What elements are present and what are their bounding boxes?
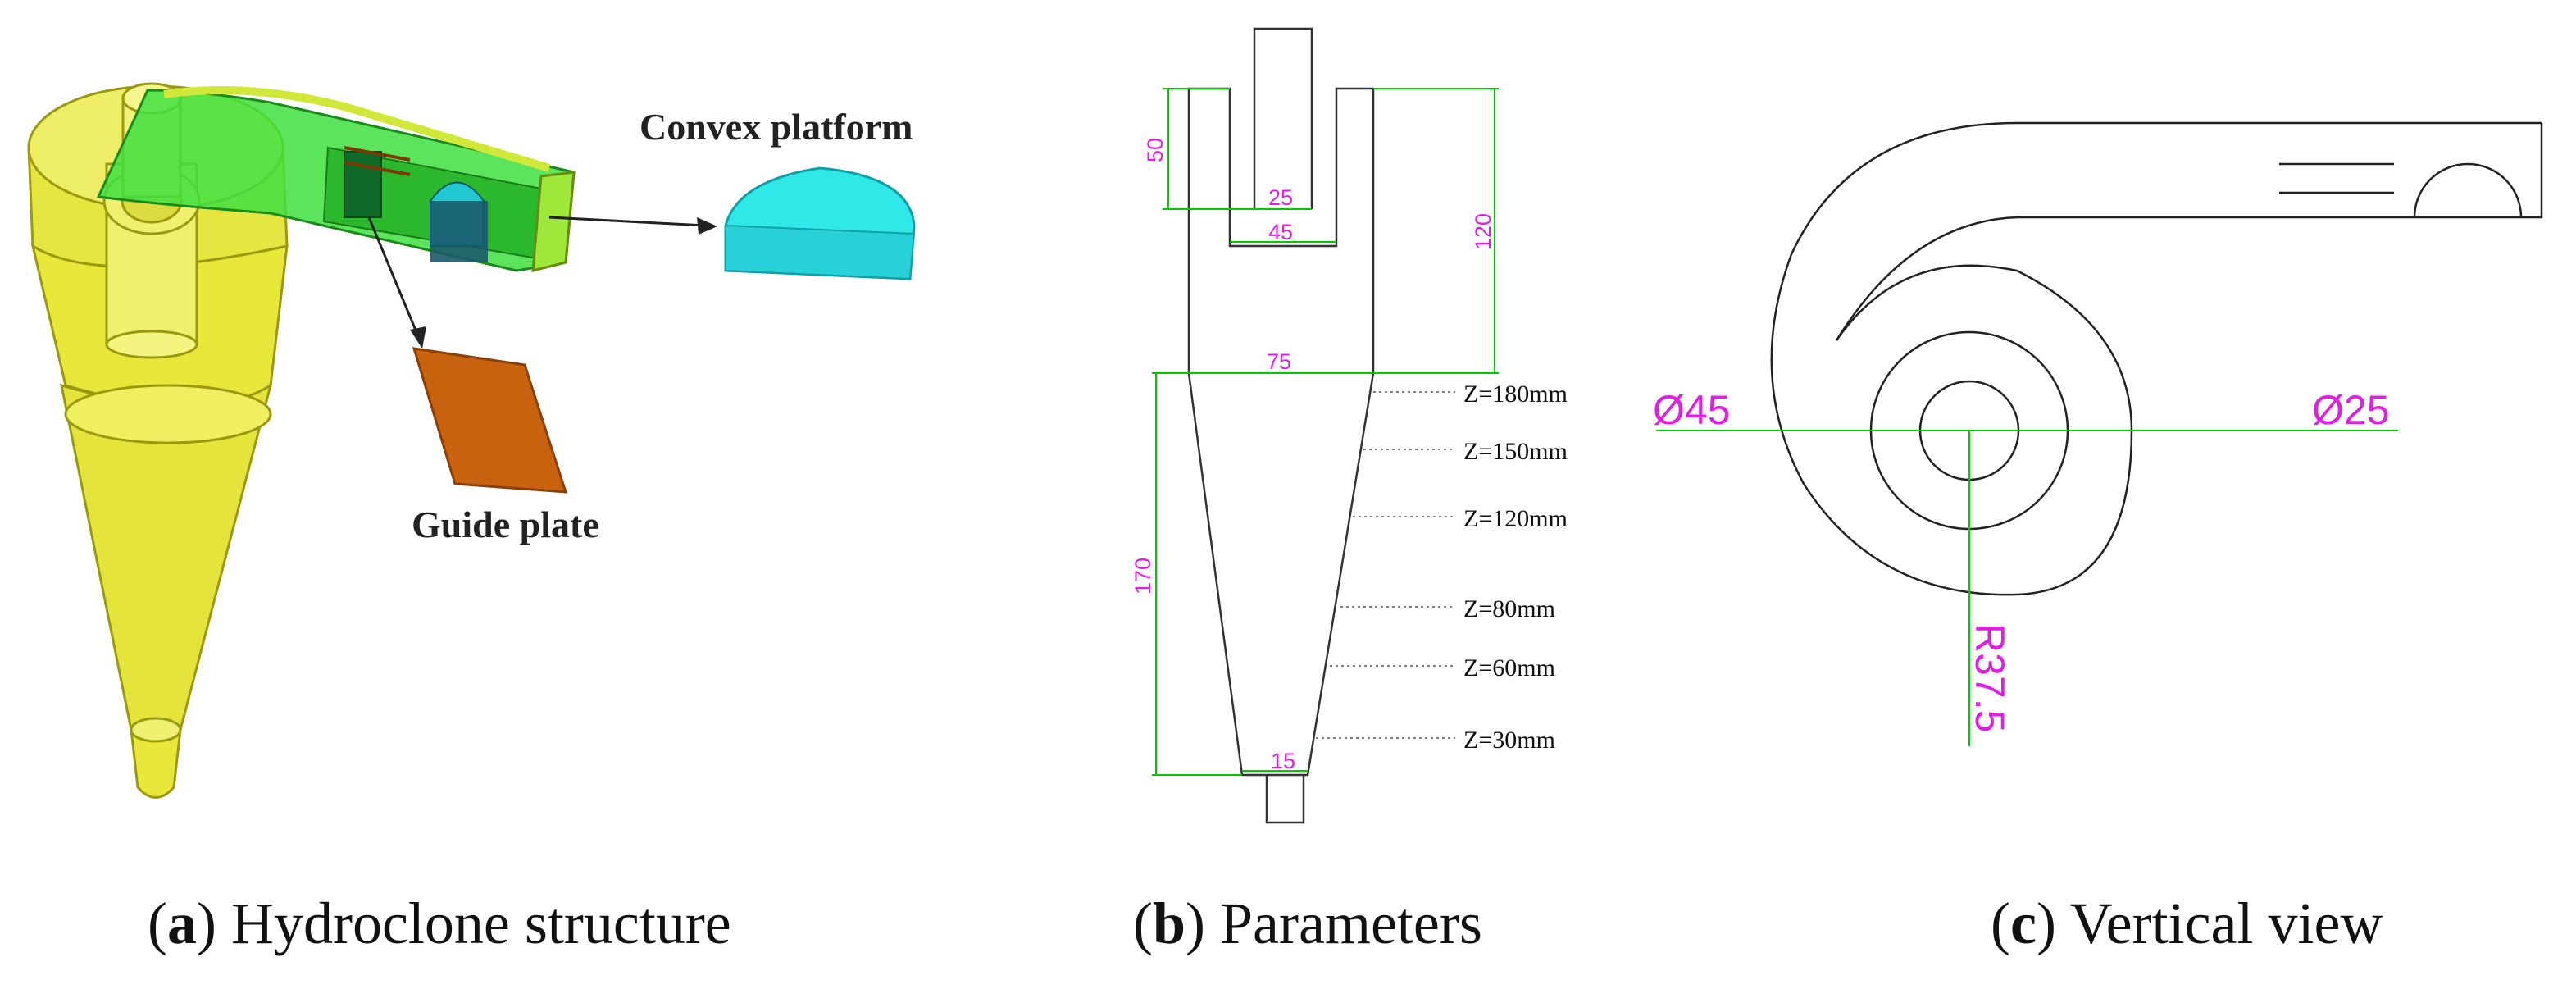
caption-b-text: Parameters	[1205, 891, 1482, 956]
z-label-180: Z=180mm	[1463, 381, 1568, 408]
dim-15: 15	[1271, 749, 1295, 773]
dim-50: 50	[1143, 138, 1167, 162]
z-label-80: Z=80mm	[1463, 595, 1555, 622]
arrow-to-platform	[548, 216, 706, 227]
caption-c-close: )	[2036, 891, 2056, 956]
guide-plate-in-channel	[344, 151, 382, 218]
z-label-150: Z=150mm	[1463, 438, 1568, 465]
caption-b-letter: b	[1152, 891, 1186, 956]
phi25-label: Ø25	[2312, 387, 2390, 433]
z-leader-lines	[1316, 391, 1455, 739]
dimension-values: 50 25 45 120 75 170 15	[1131, 138, 1495, 773]
caption-a: (a) Hydroclone structure	[148, 890, 731, 958]
outline	[1187, 27, 1375, 824]
phi45-label: Ø45	[1653, 387, 1731, 433]
caption-a-letter: a	[166, 891, 197, 956]
r375-label: R37.5	[1967, 623, 2013, 732]
platform-block	[430, 201, 488, 262]
dim-25: 25	[1268, 185, 1293, 210]
caption-c: (c) Vertical view	[1991, 890, 2383, 958]
convex-platform-label: Convex platform	[639, 106, 913, 148]
caption-c-letter: c	[2009, 891, 2037, 956]
guide-plate-label: Guide plate	[412, 504, 599, 545]
panel-c-vertical-view: Ø45 Ø25 R37.5	[1653, 121, 2543, 746]
convex-platform-detail	[724, 166, 916, 280]
dim-45: 45	[1268, 220, 1293, 244]
caption-a-open: (	[148, 891, 167, 956]
dim-120: 120	[1471, 213, 1495, 250]
panel-b-parameters-drawing: 50 25 45 120 75 170 15 Z=180mm Z=150mm Z…	[1131, 27, 1568, 824]
caption-c-text: Vertical view	[2055, 891, 2383, 956]
caption-a-close: )	[196, 891, 216, 956]
arrowhead-platform	[697, 217, 717, 235]
dimension-lines	[1152, 88, 1499, 776]
caption-b-open: (	[1133, 891, 1153, 956]
z-labels: Z=180mm Z=150mm Z=120mm Z=80mm Z=60mm Z=…	[1463, 381, 1568, 754]
guide-plate-detail	[412, 347, 568, 494]
z-label-60: Z=60mm	[1463, 654, 1555, 681]
z-label-120: Z=120mm	[1463, 505, 1568, 532]
guide-plate-lines	[344, 146, 411, 176]
z-label-30: Z=30mm	[1463, 727, 1555, 754]
scroll-outline	[1770, 121, 2543, 596]
arrowhead-guide	[410, 326, 426, 349]
caption-b-close: )	[1186, 891, 1206, 956]
center-lines	[1656, 430, 2398, 746]
arrow-to-guide	[367, 216, 420, 337]
caption-a-text: Hydroclone structure	[216, 891, 731, 956]
dim-75: 75	[1267, 349, 1291, 374]
caption-c-open: (	[1991, 891, 2010, 956]
dim-170: 170	[1131, 558, 1155, 595]
panel-a-hydroclone-3d: Convex platform Guide plate	[27, 82, 916, 799]
caption-b: (b) Parameters	[1133, 890, 1482, 958]
